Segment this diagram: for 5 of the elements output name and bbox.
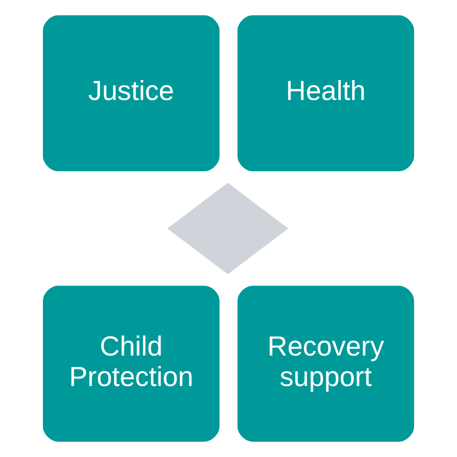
node-box: Justice [40, 12, 222, 174]
node-diamond [167, 182, 288, 274]
node-box: Child Protection [40, 283, 222, 444]
node-box: Health [234, 12, 417, 174]
node-box: Recovery support [234, 283, 417, 444]
